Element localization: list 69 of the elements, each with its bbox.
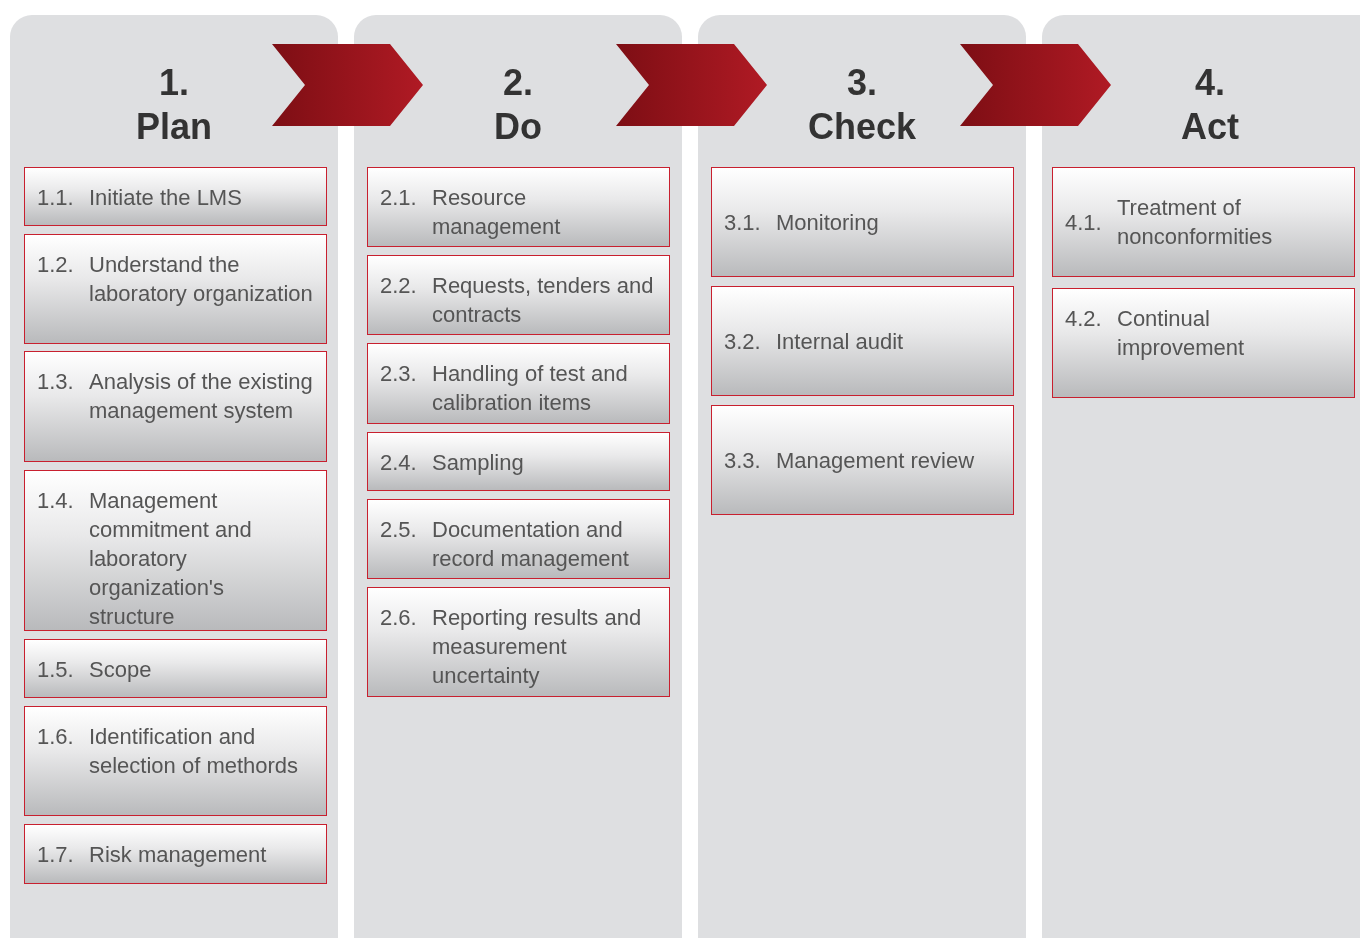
step-number: 2.3.	[380, 360, 418, 388]
phase-number: 2.	[502, 61, 534, 105]
step-box	[24, 351, 327, 462]
step-box	[24, 470, 327, 631]
chevron-arrow	[272, 44, 423, 126]
step-box	[367, 343, 670, 424]
phase-title: Plan	[135, 105, 213, 149]
step-label: Documentation and record management	[432, 516, 630, 573]
step-label: Sampling	[432, 449, 525, 477]
step-label: Initiate the LMS	[89, 184, 243, 212]
step-box	[24, 234, 327, 344]
step-number: 2.2.	[380, 272, 418, 300]
phase-number: 3.	[846, 61, 878, 105]
step-box	[1052, 167, 1355, 277]
step-label: Internal audit	[776, 327, 905, 356]
step-number: 3.3.	[724, 446, 762, 475]
step-box	[367, 255, 670, 335]
phase-number: 4.	[1194, 61, 1226, 105]
step-number: 1.7.	[37, 841, 75, 869]
phase-title: Do	[493, 105, 543, 149]
chevron-arrow	[960, 44, 1111, 126]
step-label: Continual improvement	[1117, 305, 1246, 362]
step-number: 2.4.	[380, 449, 418, 477]
phase-column	[10, 15, 338, 938]
step-label: Requests, tenders and contracts	[432, 272, 655, 329]
step-number: 1.4.	[37, 487, 75, 515]
step-label: Treatment of nonconformities	[1117, 194, 1274, 251]
step-number: 1.3.	[37, 368, 75, 396]
phase-column	[1042, 15, 1360, 938]
step-label: Reporting results and measurement uncertainty	[432, 604, 643, 690]
step-box	[367, 499, 670, 579]
step-number: 2.1.	[380, 184, 418, 212]
step-number: 3.1.	[724, 208, 762, 237]
step-label: Risk management	[89, 841, 268, 869]
step-number: 2.5.	[380, 516, 418, 544]
step-number: 1.5.	[37, 656, 75, 684]
step-box	[24, 824, 327, 884]
step-label: Monitoring	[776, 208, 880, 237]
step-label: Management review	[776, 446, 976, 475]
step-label: Scope	[89, 656, 153, 684]
step-label: Resource management	[432, 184, 562, 241]
step-number: 4.2.	[1065, 305, 1103, 333]
chevron-arrow	[616, 44, 767, 126]
step-label: Understand the laboratory organization	[89, 251, 314, 308]
step-number: 4.1.	[1065, 208, 1103, 237]
step-box	[711, 286, 1014, 396]
step-box	[24, 639, 327, 698]
phase-title: Act	[1180, 105, 1240, 149]
step-label: Management commitment and laboratory organization's structure	[89, 487, 253, 631]
step-box	[367, 432, 670, 491]
step-box	[1052, 288, 1355, 398]
step-label: Identification and selection of methords	[89, 723, 300, 780]
step-label: Analysis of the existing management system	[89, 368, 314, 425]
step-box	[711, 405, 1014, 515]
phase-title: Check	[806, 105, 918, 149]
step-box	[24, 167, 327, 226]
step-number: 1.6.	[37, 723, 75, 751]
phase-column	[354, 15, 682, 938]
step-number: 3.2.	[724, 327, 762, 356]
phase-number: 1.	[158, 61, 190, 105]
step-box	[367, 167, 670, 247]
step-number: 2.6.	[380, 604, 418, 632]
step-box	[711, 167, 1014, 277]
step-number: 1.1.	[37, 184, 75, 212]
step-box	[24, 706, 327, 816]
step-label: Handling of test and calibration items	[432, 360, 629, 417]
phase-column	[698, 15, 1026, 938]
step-number: 1.2.	[37, 251, 75, 279]
step-box	[367, 587, 670, 697]
